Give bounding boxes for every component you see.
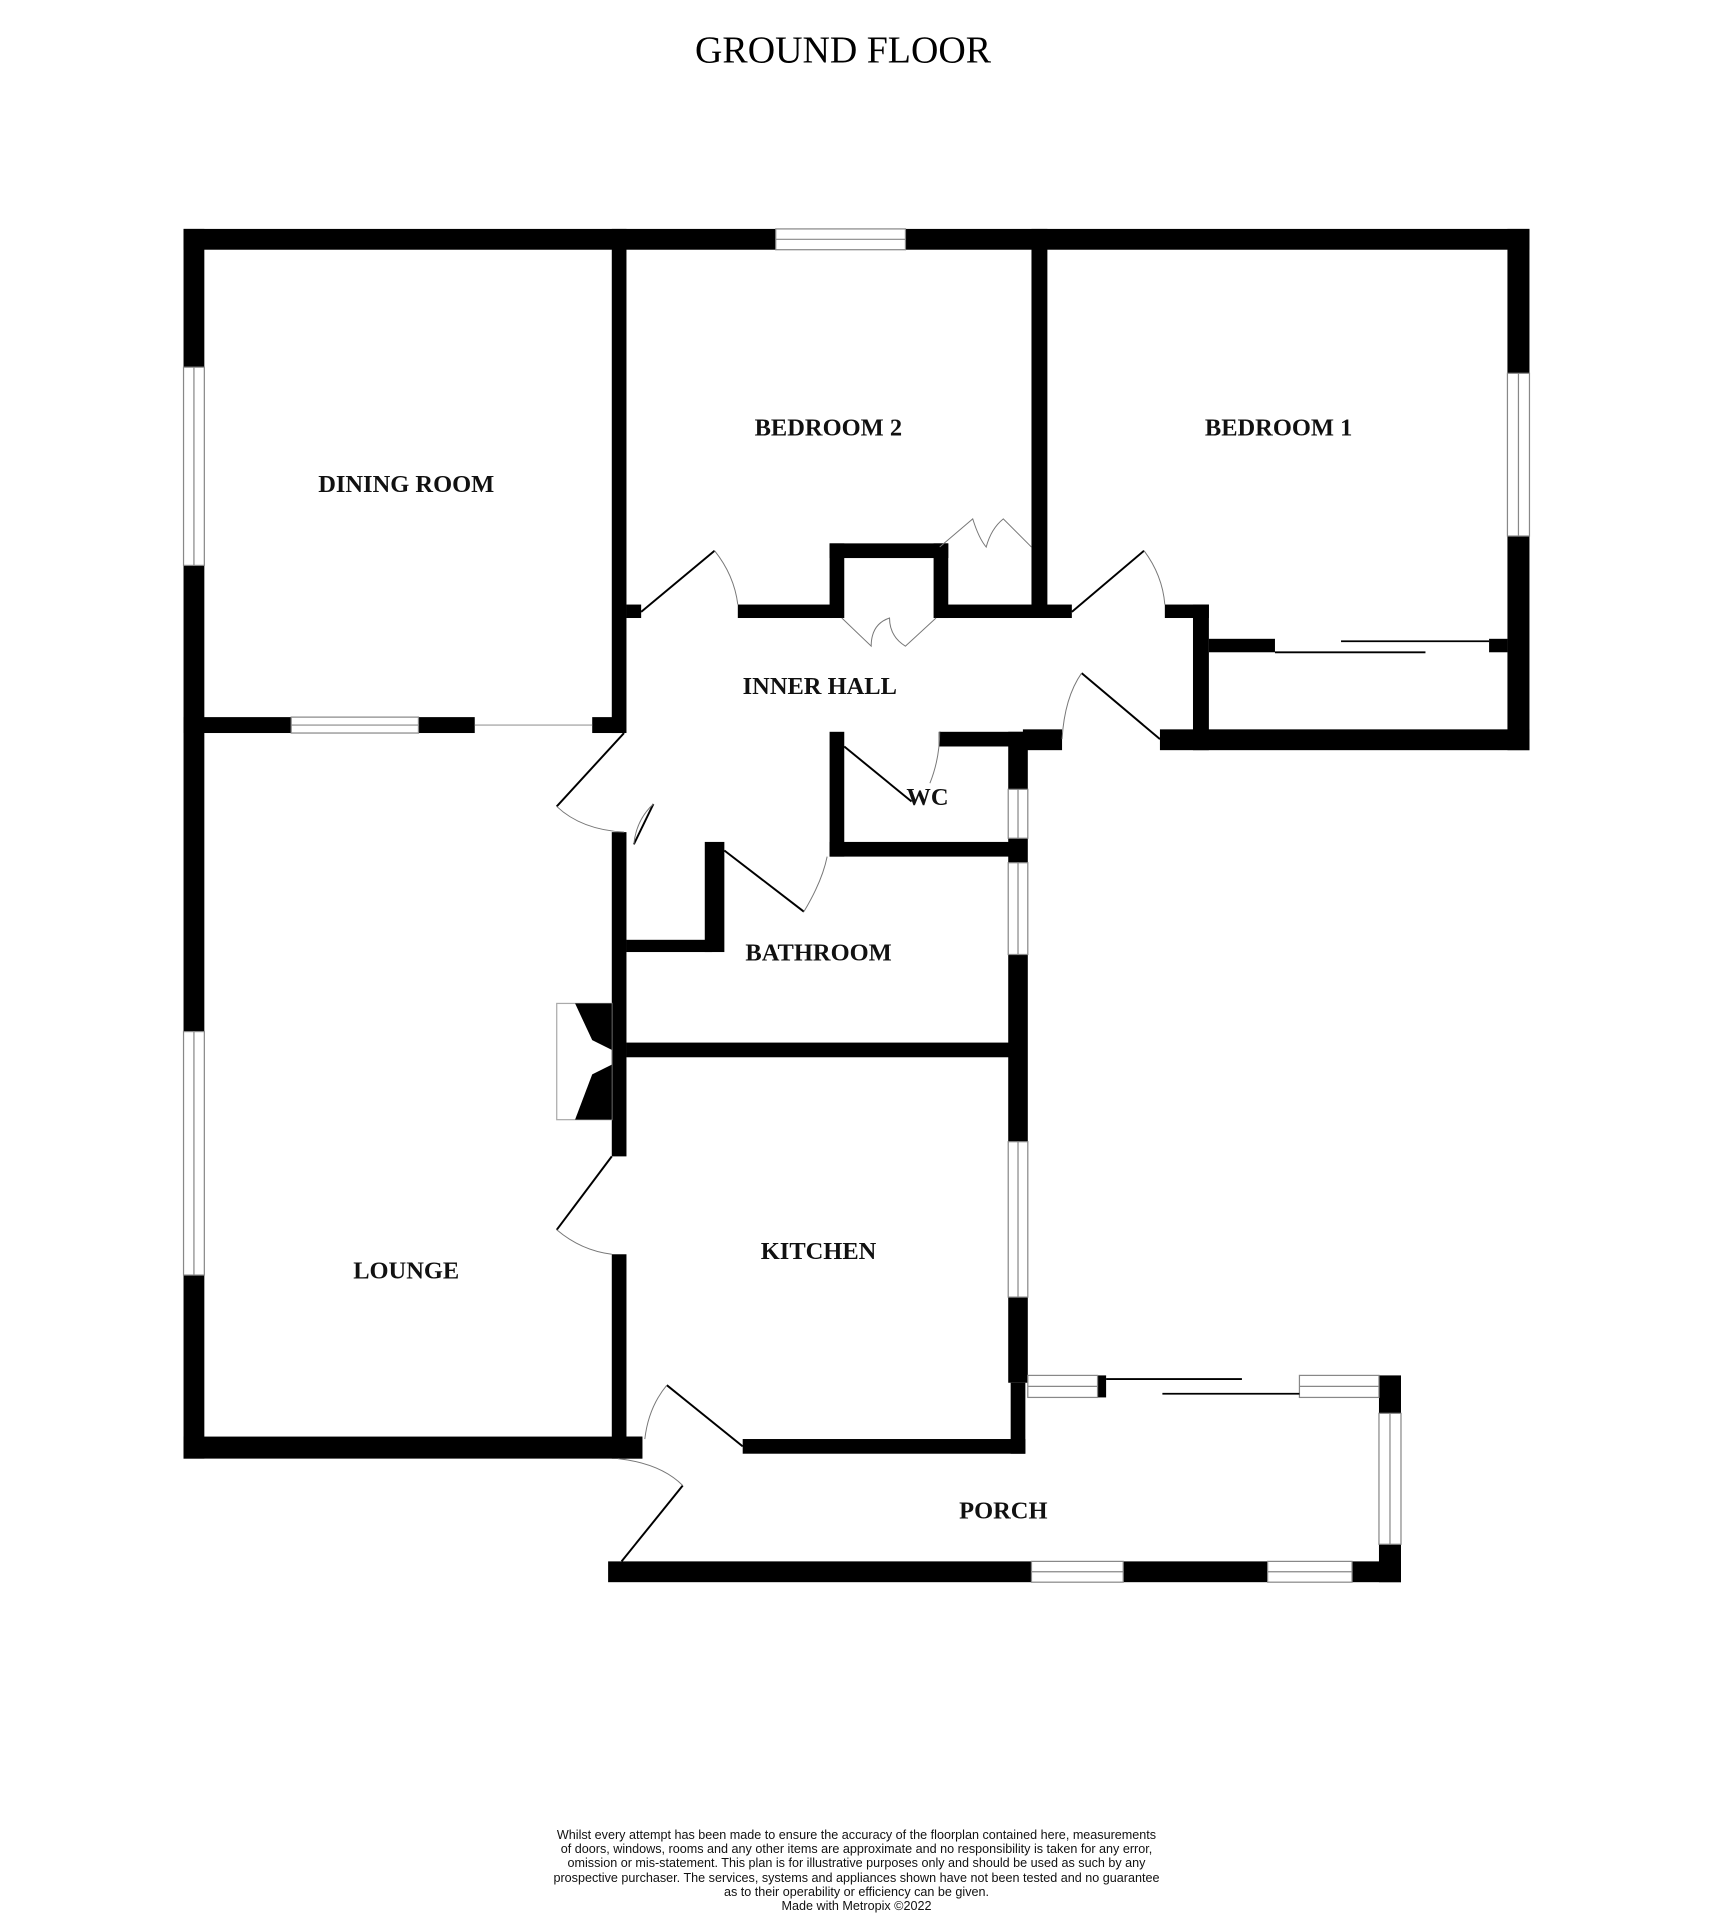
window bbox=[775, 228, 907, 251]
wall-segment bbox=[1208, 638, 1275, 653]
wall-segment bbox=[1159, 729, 1530, 751]
wall-segment bbox=[933, 543, 949, 619]
room-label-bedroom-1: BEDROOM 1 bbox=[1205, 415, 1353, 442]
wall-segment bbox=[1192, 604, 1209, 751]
disclaimer-line: prospective purchaser. The services, sys… bbox=[553, 1870, 1160, 1885]
wall-segment bbox=[1378, 1544, 1401, 1583]
wall-segment bbox=[611, 228, 627, 734]
wall-segment bbox=[418, 717, 475, 734]
wall-segment bbox=[626, 939, 713, 953]
door bbox=[841, 617, 937, 648]
wall-segment bbox=[183, 717, 292, 734]
door bbox=[1071, 549, 1145, 613]
door bbox=[714, 550, 739, 605]
window bbox=[1298, 1374, 1380, 1399]
window bbox=[1030, 1560, 1124, 1583]
door bbox=[617, 1458, 684, 1486]
door bbox=[1061, 672, 1083, 740]
wall-segment bbox=[611, 1254, 627, 1459]
window bbox=[1378, 1412, 1402, 1545]
door bbox=[929, 731, 941, 784]
window bbox=[182, 366, 205, 567]
disclaimer-line: as to their operability or efficiency ca… bbox=[723, 1884, 990, 1899]
disclaimer-line: omission or mis-statement. This plan is … bbox=[567, 1856, 1146, 1871]
wall-segment bbox=[939, 731, 1023, 747]
wall-segment bbox=[621, 1436, 643, 1459]
door bbox=[803, 856, 828, 912]
wall-segment bbox=[1097, 1375, 1107, 1398]
window bbox=[182, 1030, 205, 1276]
door bbox=[556, 732, 625, 808]
room-label-dining-room: DINING ROOM bbox=[318, 471, 494, 498]
window bbox=[1007, 862, 1029, 956]
wall-segment bbox=[183, 1436, 643, 1459]
room-label-bedroom-2: BEDROOM 2 bbox=[755, 415, 903, 442]
wall-segment bbox=[1010, 1382, 1026, 1454]
door bbox=[644, 1384, 668, 1440]
door bbox=[939, 518, 1032, 549]
wall-segment bbox=[608, 1561, 1401, 1583]
door bbox=[640, 549, 716, 613]
wall-segment bbox=[829, 841, 1023, 857]
wall-segment bbox=[1022, 729, 1063, 751]
wall-segment bbox=[829, 731, 845, 857]
wall-segment bbox=[611, 832, 627, 1157]
window bbox=[290, 716, 420, 734]
disclaimer-line: Whilst every attempt has been made to en… bbox=[556, 1828, 1157, 1842]
window bbox=[1267, 1560, 1353, 1583]
door bbox=[1143, 550, 1166, 605]
wall-segment bbox=[829, 543, 949, 559]
doors bbox=[474, 518, 1490, 1562]
windows bbox=[182, 228, 1531, 1583]
disclaimer-credit: Made with Metropix ©2022 bbox=[781, 1899, 932, 1914]
wall-segment bbox=[626, 604, 642, 619]
floor-title: GROUND FLOOR bbox=[695, 30, 992, 72]
wall-segment bbox=[1378, 1375, 1401, 1414]
door bbox=[1081, 672, 1161, 740]
window bbox=[1027, 1374, 1099, 1399]
door bbox=[723, 849, 805, 913]
wall-segment bbox=[939, 604, 1072, 619]
door bbox=[632, 803, 655, 845]
disclaimer: Whilst every attempt has been made to en… bbox=[460, 1828, 1253, 1913]
disclaimer-line: of doors, windows, rooms and any other i… bbox=[560, 1842, 1153, 1857]
door bbox=[556, 1229, 612, 1255]
room-label-porch: PORCH bbox=[959, 1498, 1047, 1525]
door bbox=[633, 803, 654, 845]
window bbox=[1007, 1141, 1029, 1298]
wall-segment bbox=[626, 1042, 1023, 1058]
wall-segment bbox=[742, 1439, 1026, 1454]
wall-segment bbox=[704, 841, 725, 953]
room-label-lounge: LOUNGE bbox=[353, 1258, 459, 1285]
room-label-bathroom: BATHROOM bbox=[745, 940, 891, 967]
wall-segment bbox=[1031, 228, 1048, 607]
door bbox=[620, 1484, 684, 1562]
room-label-wc: WC bbox=[906, 784, 948, 811]
door bbox=[556, 806, 625, 833]
wall-segment bbox=[1489, 638, 1508, 653]
window bbox=[1007, 788, 1029, 839]
window bbox=[1506, 372, 1531, 537]
room-label-inner-hall: INNER HALL bbox=[743, 673, 897, 700]
door bbox=[843, 745, 913, 803]
wall-segment bbox=[737, 604, 833, 619]
room-label-kitchen: KITCHEN bbox=[761, 1238, 877, 1265]
door bbox=[666, 1384, 744, 1448]
door bbox=[555, 1155, 613, 1231]
fireplace bbox=[556, 1002, 613, 1121]
wall-segment bbox=[829, 543, 845, 619]
